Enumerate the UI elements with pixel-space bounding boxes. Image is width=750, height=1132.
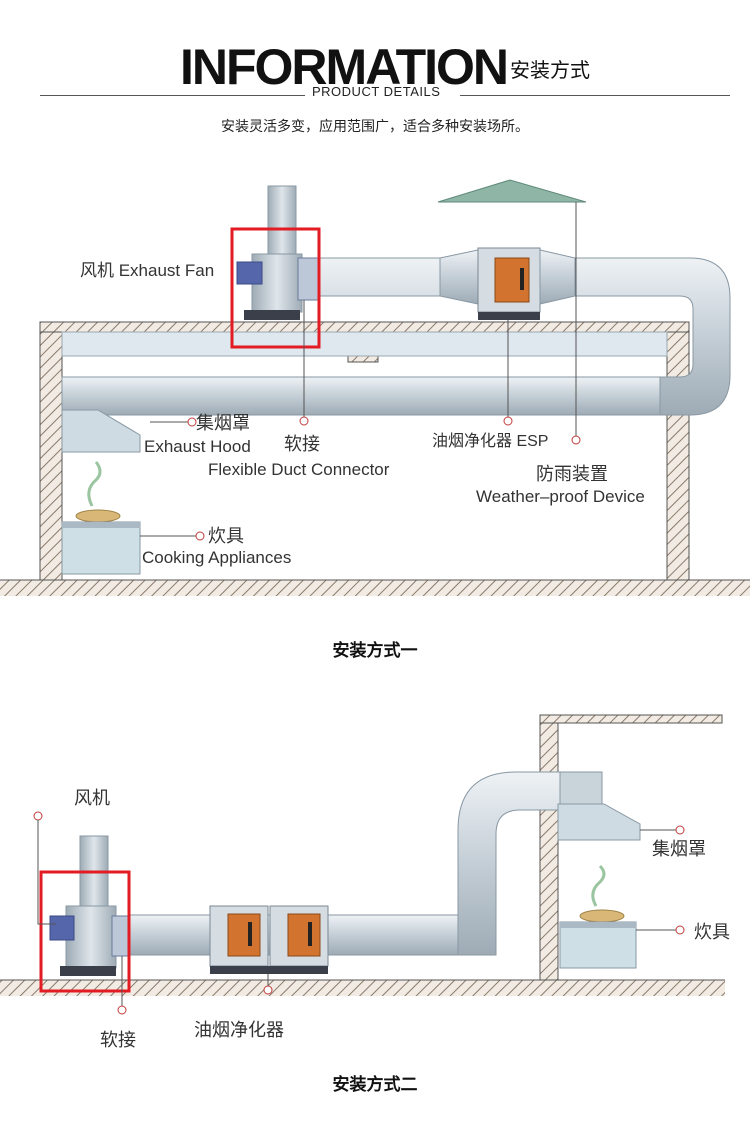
label-weather-en: Weather–proof Device (476, 487, 645, 506)
leader-lines (33, 811, 685, 1015)
label-connector-en: Flexible Duct Connector (208, 460, 390, 479)
label-esp: 油烟净化器 (194, 1020, 284, 1040)
cooking-appliance (61, 461, 141, 575)
weather-proof-cap (437, 179, 587, 258)
leader-lines (140, 202, 581, 541)
caption-diagram-2: 安装方式二 (332, 1075, 418, 1095)
installation-diagram-2: 风机 集烟罩 炊具 软接 油烟净化器 (0, 714, 730, 1050)
intro-text: 安装灵活多变，应用范围广，适合多种安装场所。 (221, 119, 529, 135)
header-rule-right (460, 95, 730, 96)
exhaust-hood (557, 771, 641, 841)
fan-highlight-box (230, 227, 321, 349)
fan-highlight-box (39, 870, 131, 993)
esp-units (209, 905, 329, 974)
header: INFORMATION 安装方式 PRODUCT DETAILS 安装灵活多变，… (0, 0, 750, 150)
caption-diagram-1: 安装方式一 (332, 641, 418, 661)
label-esp: 油烟净化器 ESP (432, 432, 548, 450)
page-title: INFORMATION (180, 39, 509, 95)
duct-run (127, 771, 581, 956)
header-rule-left (40, 95, 305, 96)
label-connector: 软接 (100, 1030, 136, 1050)
ground (0, 580, 750, 596)
page-subtitle: PRODUCT DETAILS (312, 84, 441, 99)
ground (0, 980, 725, 996)
label-hood-en: Exhaust Hood (144, 437, 251, 456)
label-fan: 风机 (74, 788, 110, 808)
label-connector-cn: 软接 (284, 434, 320, 454)
installation-diagram-1: 风机 Exhaust Fan 集烟罩 Exhaust Hood 软接 Flexi… (0, 179, 750, 596)
label-cooking-cn: 炊具 (208, 526, 244, 546)
label-cooking-en: Cooking Appliances (142, 548, 291, 567)
label-cooking: 炊具 (694, 922, 730, 942)
exhaust-fan (49, 835, 129, 976)
label-hood-cn: 集烟罩 (196, 413, 250, 433)
page-title-cn: 安装方式 (510, 58, 590, 82)
label-weather-cn: 防雨装置 (536, 464, 608, 484)
esp-unit-roof (439, 247, 576, 320)
exhaust-fan (236, 185, 319, 320)
label-hood: 集烟罩 (652, 839, 706, 859)
label-exhaust-fan: 风机 Exhaust Fan (80, 261, 214, 280)
cooking-appliance (559, 864, 637, 969)
exhaust-hood (61, 409, 141, 453)
